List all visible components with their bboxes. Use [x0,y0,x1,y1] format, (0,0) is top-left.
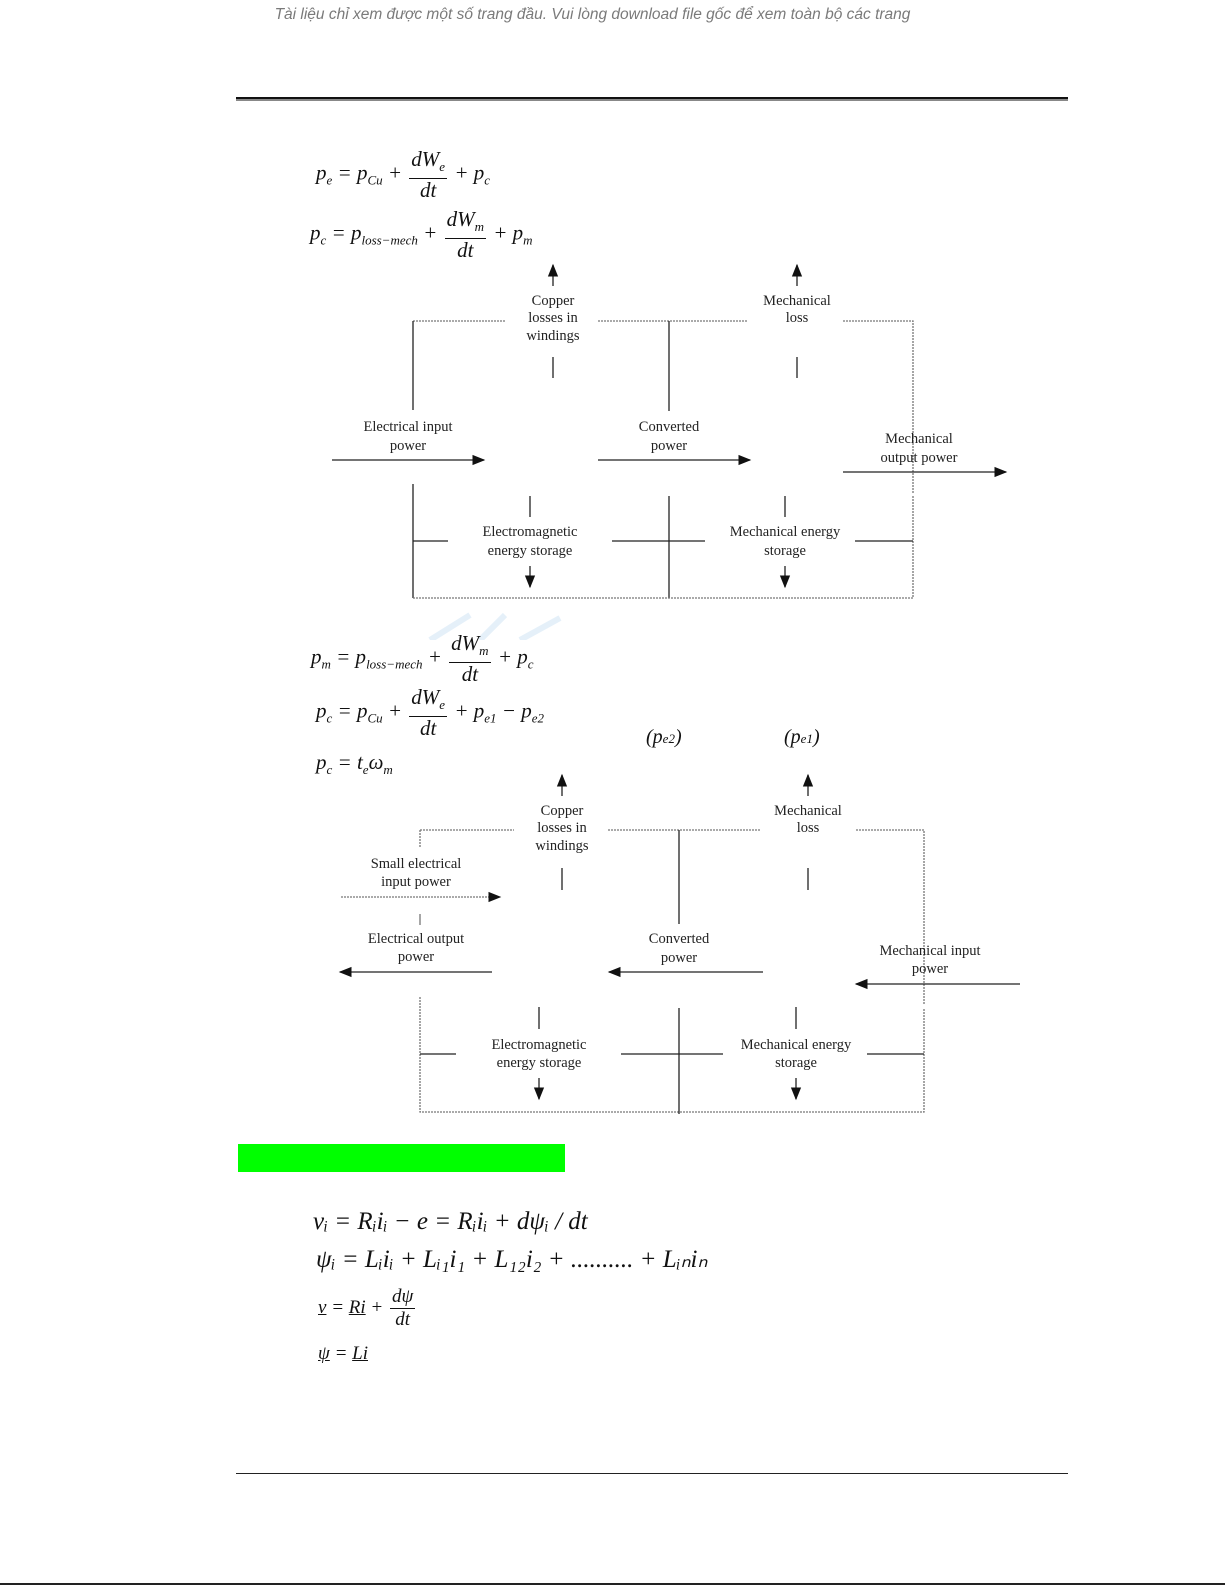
page-boundary [0,1583,1225,1585]
label-mechanical-output-2: output power [881,450,958,466]
gen-label-electrical-output-2: power [398,949,434,965]
label-mechanical-output: Mechanical [885,431,953,447]
equation-flux-linkage: ψᵢ = Lᵢiᵢ + Lᵢ₁i₁ + L₁₂i₂ + .......... +… [316,1246,708,1273]
gen-label-converted-power: Converted [649,931,710,947]
label-pe1: (pe1) [784,726,820,748]
label-converted-power: Converted [639,419,700,435]
equation-pc-torque: pc = teωm [316,750,393,777]
label-copper-losses-3: windings [526,328,580,344]
motor-power-flow-diagram: Copper losses in windings Mechanical los… [332,263,1008,599]
equation-voltage: vᵢ = Rᵢiᵢ − e = Rᵢiᵢ + dψᵢ / dt [313,1208,588,1235]
equation-vector-flux: ψ = Li [318,1343,368,1364]
header-rule [236,97,1068,101]
gen-label-copper-losses-2: losses in [537,820,587,836]
footer-rule [236,1473,1068,1474]
gen-label-em-storage: Electromagnetic [491,1037,586,1053]
label-em-storage: Electromagnetic [482,524,577,540]
gen-label-small-electrical-input-2: input power [381,874,451,890]
gen-label-mech-storage: Mechanical energy [741,1037,852,1053]
gen-label-electrical-output: Electrical output [368,931,464,947]
label-pe2: (pe2) [646,726,682,748]
gen-label-mechanical-loss: Mechanical [774,803,842,819]
gen-label-mechanical-loss-2: loss [797,820,820,836]
gen-label-converted-power-2: power [661,950,697,966]
label-converted-power-2: power [651,438,687,454]
gen-label-mechanical-input-2: power [912,961,948,977]
label-mechanical-loss-2: loss [786,310,809,326]
label-mechanical-loss: Mechanical [763,293,831,309]
label-mech-storage-2: storage [764,543,806,559]
gen-label-copper-losses-3: windings [535,838,589,854]
gen-label-em-storage-2: energy storage [497,1055,582,1071]
watermark-logo [428,612,562,640]
label-electrical-input-2: power [390,438,426,454]
label-em-storage-2: energy storage [488,543,573,559]
label-mech-storage: Mechanical energy [730,524,841,540]
preview-banner: Tài liệu chỉ xem được một số trang đầu. … [274,6,911,23]
label-copper-losses: Copper [532,293,575,309]
gen-label-mechanical-input: Mechanical input [879,943,980,959]
gen-label-copper-losses: Copper [541,803,584,819]
label-electrical-input: Electrical input [364,419,453,435]
highlight-bar [238,1144,565,1172]
gen-label-mech-storage-2: storage [775,1055,817,1071]
gen-label-small-electrical-input: Small electrical [371,856,462,872]
generator-power-flow-diagram: Copper losses in windings Mechanical los… [338,773,1020,1114]
label-copper-losses-2: losses in [528,310,578,326]
